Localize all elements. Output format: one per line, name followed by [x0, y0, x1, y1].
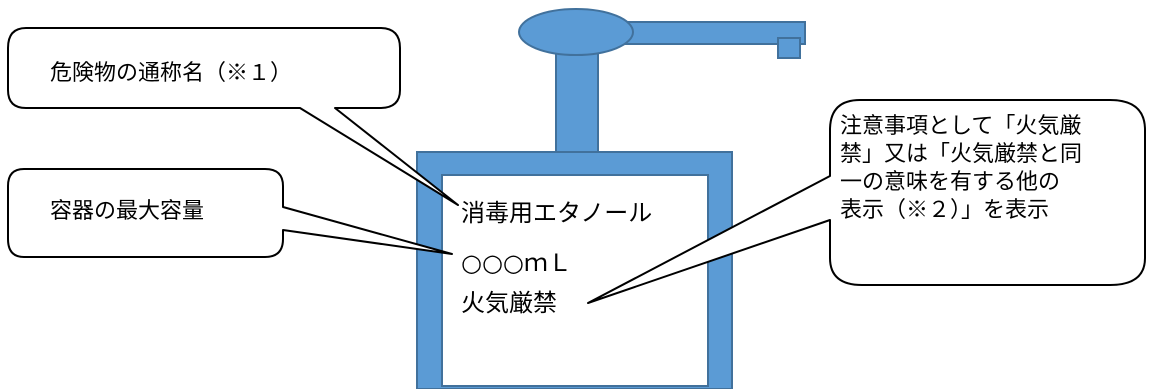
callout-caution-line: 禁」又は「火気厳禁と同 [840, 142, 1083, 167]
pump-neck [555, 41, 599, 155]
callout-max-capacity-text: 容器の最大容量 [50, 199, 205, 224]
callout-caution-line: 注意事項として「火気厳 [840, 114, 1082, 139]
label-product-name: 消毒用エタノール [461, 199, 653, 227]
pump-spout-arm [614, 21, 806, 45]
pump-head [518, 8, 634, 56]
callout-caution-line: 一の意味を有する他の [840, 170, 1061, 195]
callout-caution-text: 注意事項として「火気厳 禁」又は「火気厳禁と同 一の意味を有する他の 表示（※２… [840, 113, 1140, 225]
callout-caution-line: 表示（※２）」を表示 [840, 198, 1050, 223]
callout-max-capacity-shape [7, 168, 453, 258]
bottle-label-area [441, 174, 709, 387]
callout-common-name-text: 危険物の通称名（※１） [50, 61, 293, 86]
pump-spout-tip [777, 37, 801, 59]
label-capacity: ○○○ｍＬ [461, 249, 572, 277]
label-warning: 火気厳禁 [461, 289, 557, 317]
callout-common-name-shape [7, 27, 459, 206]
callout-caution-shape [587, 99, 1146, 304]
